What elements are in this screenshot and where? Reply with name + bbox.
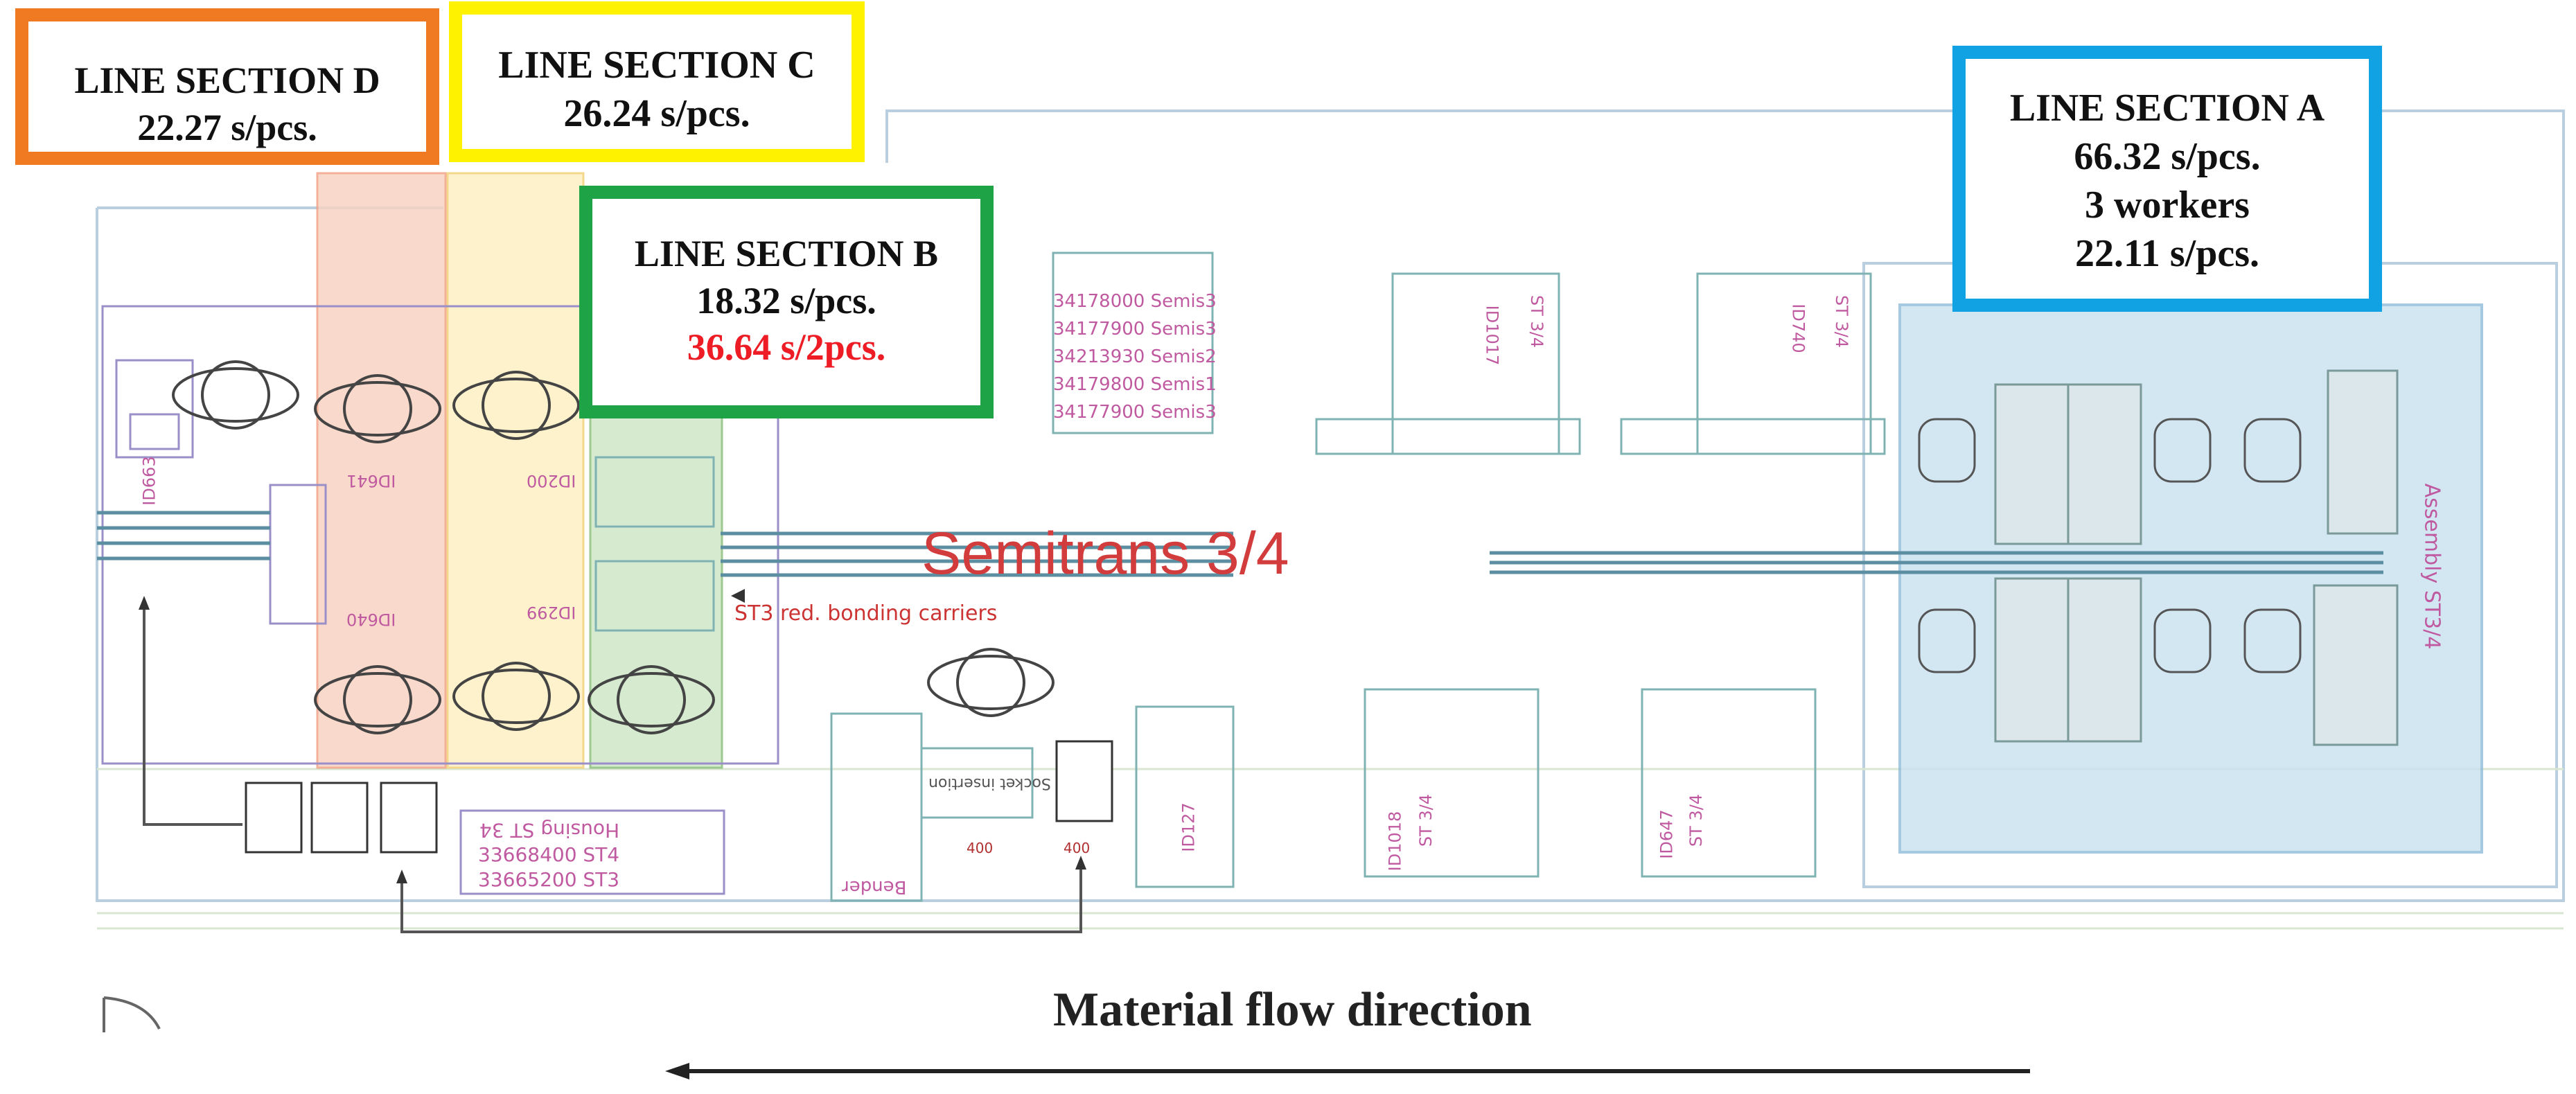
- id-label: ID1018: [1385, 811, 1405, 872]
- plan-arrowheads: [139, 589, 1086, 883]
- line-section-d-title: LINE SECTION D: [74, 60, 380, 101]
- line-section-a-per-worker: 22.11 s/pcs.: [2074, 232, 2260, 275]
- id-label: ID641: [346, 471, 396, 491]
- station-label: ST 3/4: [1832, 294, 1852, 349]
- line-section-b-title: LINE SECTION B: [634, 233, 939, 274]
- line-section-c-time: 26.24 s/pcs.: [563, 92, 750, 135]
- semis-item: 34179800 Semis1: [1053, 374, 1217, 395]
- zone-section-c: [446, 172, 585, 769]
- carriers-note: ST3 red. bonding carriers: [734, 601, 998, 626]
- bender-label: Bender: [842, 876, 907, 897]
- id-label: ID200: [527, 471, 576, 491]
- small-label: 400: [1064, 840, 1091, 856]
- id-label: ID127: [1179, 802, 1199, 852]
- id-label: ID740: [1788, 303, 1808, 353]
- semis-item: 34177900 Semis3: [1053, 402, 1217, 423]
- housing-box: [459, 809, 725, 895]
- line-section-a-title: LINE SECTION A: [2009, 87, 2325, 130]
- id-label: ID1017: [1482, 305, 1502, 366]
- plan-title-text: Semitrans 3/4: [921, 520, 1289, 587]
- trays: [245, 740, 1113, 854]
- housing-labels: Housing ST 34 33668400 ST4 33665200 ST3: [478, 818, 619, 892]
- line-section-c-box: LINE SECTION C 26.24 s/pcs.: [449, 1, 865, 162]
- line-section-a-workers: 3 workers: [2085, 184, 2250, 227]
- small-label: 400: [967, 840, 994, 856]
- chairs: [1918, 418, 2302, 673]
- housing-title: Housing ST 34: [479, 819, 620, 842]
- line-section-b-time-pair: 36.64 s/2pcs.: [687, 326, 886, 368]
- housing-item: 33665200 ST3: [478, 868, 620, 891]
- operator-figures: [172, 360, 1055, 734]
- line-section-c-title: LINE SECTION C: [498, 44, 815, 87]
- zone-section-b: [589, 414, 723, 769]
- semis-item: 34213930 Semis2: [1053, 346, 1217, 367]
- line-section-a-box: LINE SECTION A 66.32 s/pcs. 3 workers 22…: [1952, 46, 2382, 312]
- line-section-d-time: 22.27 s/pcs.: [137, 106, 317, 148]
- id-label: ID640: [346, 610, 396, 629]
- line-section-b-time: 18.32 s/pcs.: [696, 279, 876, 321]
- station-label: ST 3/4: [1686, 793, 1706, 847]
- id-label: ID663: [139, 456, 159, 506]
- line-section-d-box: LINE SECTION D 22.27 s/pcs.: [15, 8, 439, 165]
- line-section-b-box: LINE SECTION B 18.32 s/pcs. 36.64 s/2pcs…: [579, 186, 994, 418]
- station-label: ST 3/4: [1416, 793, 1436, 847]
- station-boxes: [594, 252, 1886, 902]
- id-label: ID299: [527, 603, 576, 622]
- id-label: ID647: [1657, 809, 1677, 859]
- door-arc: [103, 996, 161, 1030]
- station-label: ST 3/4: [1527, 294, 1547, 349]
- conveyor-lines: [97, 511, 2383, 577]
- housing-item: 33668400 ST4: [478, 843, 620, 866]
- semis-item: 34178000 Semis3: [1053, 291, 1217, 312]
- semis-list: 34178000 Semis3 34177900 Semis3 34213930…: [1053, 288, 1217, 426]
- socket-label: Socket insertion: [928, 775, 1051, 792]
- line-section-a-time: 66.32 s/pcs.: [2074, 135, 2261, 178]
- zone-section-d: [316, 172, 447, 769]
- plan-flow-arrows: [143, 603, 1082, 933]
- assembly-label: Assembly ST3/4: [2419, 483, 2444, 650]
- material-flow-label: Material flow direction: [1053, 983, 1532, 1036]
- assembly-tables: [1994, 369, 2399, 746]
- semis-item: 34177900 Semis3: [1053, 319, 1217, 339]
- material-flow-arrow: [665, 1063, 2030, 1079]
